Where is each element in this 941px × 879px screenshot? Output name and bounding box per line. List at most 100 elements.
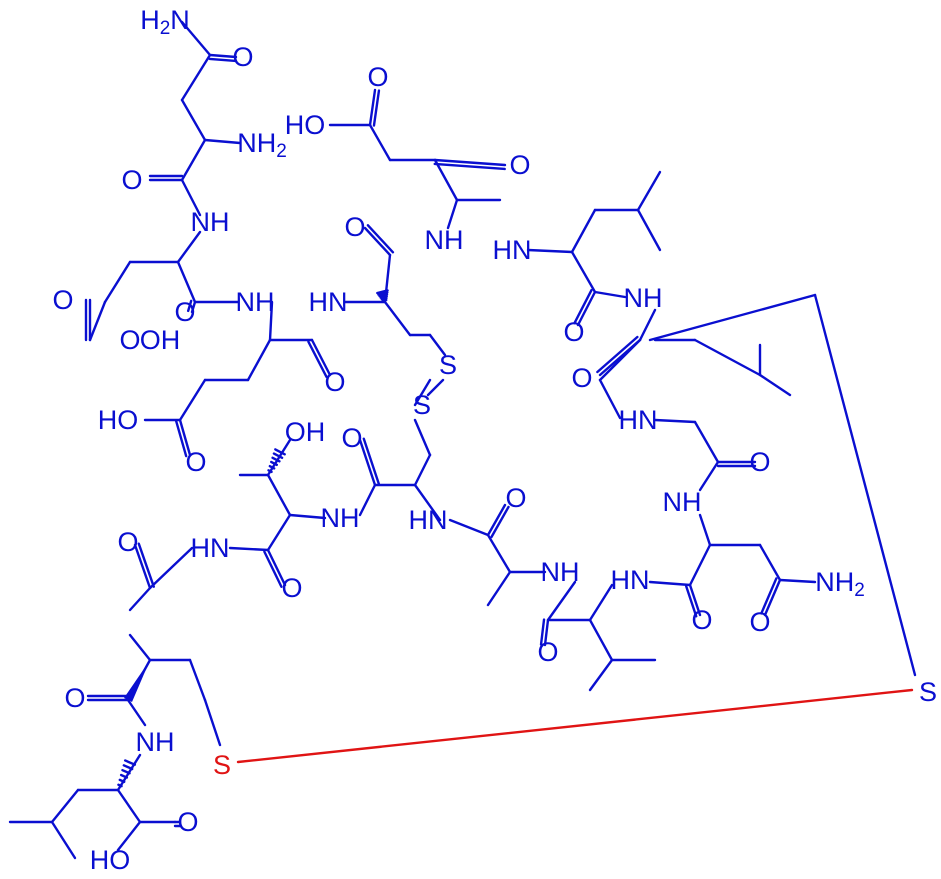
double-bond	[174, 419, 188, 458]
atom-label: O	[537, 637, 558, 667]
single-bond	[358, 483, 377, 517]
single-bond	[368, 123, 392, 162]
double-bond	[362, 437, 380, 485]
single-bond	[50, 788, 80, 824]
single-bond	[176, 230, 202, 264]
single-bond	[128, 633, 152, 662]
double-bond	[576, 290, 597, 327]
single-bond	[570, 250, 597, 294]
single-bond	[128, 586, 152, 612]
double-bond	[208, 53, 238, 59]
single-bond	[188, 658, 207, 702]
single-bond	[126, 698, 147, 727]
single-bond	[178, 378, 207, 422]
thioether-bridge	[236, 688, 914, 764]
atom-label: S	[919, 677, 937, 707]
double-bond	[186, 299, 193, 313]
atom-label: O	[324, 367, 345, 397]
atom-label: S	[413, 390, 431, 420]
atom-label: O	[52, 285, 73, 315]
bond-layer	[8, 20, 917, 860]
double-bond	[263, 550, 283, 588]
atom-label: NH	[321, 503, 360, 533]
single-bond	[428, 333, 447, 357]
atom-label: HN	[191, 533, 230, 563]
single-bond	[693, 420, 720, 464]
single-bond	[546, 580, 577, 622]
double-bond	[433, 158, 507, 167]
single-bond	[758, 543, 782, 582]
single-bond	[203, 138, 242, 145]
atom-label: O	[367, 62, 388, 92]
hashed-wedge-bond	[379, 294, 388, 299]
single-bond	[588, 583, 614, 622]
atom-label: O	[64, 683, 85, 713]
single-bond	[648, 293, 817, 342]
single-bond	[413, 453, 432, 487]
atom-label: H2N	[140, 5, 190, 39]
single-bond	[648, 580, 692, 587]
single-bond	[588, 618, 614, 662]
double-bond	[310, 338, 332, 377]
single-bond	[758, 373, 792, 397]
double-bond	[539, 618, 546, 646]
atom-label: HO	[285, 110, 326, 140]
double-bond	[368, 88, 377, 127]
atom-label: O	[344, 212, 365, 242]
atom-label: NH	[236, 287, 275, 317]
atom-label: NH	[663, 487, 702, 517]
atom-label: O	[121, 165, 142, 195]
single-bond	[593, 290, 627, 299]
atom-label: NH	[624, 283, 663, 313]
double-bond	[573, 288, 593, 325]
single-bond	[638, 308, 657, 342]
atom-label: O	[749, 607, 770, 637]
hashed-wedge-bond	[123, 759, 137, 766]
atom-label: OH	[285, 417, 326, 447]
double-bond	[363, 226, 392, 257]
hashed-wedge-bond	[267, 469, 273, 474]
single-bond	[636, 208, 662, 252]
double-bond	[358, 438, 377, 487]
single-bond	[486, 533, 512, 574]
atom-label: O	[505, 483, 526, 513]
atom-label: S	[213, 750, 231, 780]
hashed-wedge-bond	[378, 293, 389, 298]
double-bond	[543, 618, 550, 647]
single-bond	[116, 788, 142, 824]
atom-label: NH	[191, 207, 230, 237]
hashed-wedge-bond	[274, 448, 286, 456]
double-bond	[490, 505, 510, 539]
atom-label: HN	[409, 505, 448, 535]
single-bond	[50, 820, 77, 860]
single-bond	[688, 543, 712, 587]
atom-label: O	[563, 317, 584, 347]
atom-label: OH	[140, 325, 181, 355]
double-bond	[366, 224, 395, 254]
double-bond	[372, 89, 381, 127]
hashed-wedge-bond	[376, 289, 389, 295]
double-bond	[433, 162, 506, 171]
double-bond	[178, 418, 192, 457]
single-bond	[588, 658, 614, 692]
hashed-wedge-bond	[377, 291, 389, 296]
hashed-wedge-bond	[268, 464, 276, 470]
atom-label: NH	[425, 225, 464, 255]
single-bond	[698, 460, 720, 492]
double-bond	[486, 503, 507, 537]
double-bond	[763, 578, 782, 617]
atom-label: O	[177, 807, 198, 837]
double-bond	[190, 300, 197, 314]
hashed-wedge-bond	[380, 296, 388, 301]
single-bond	[266, 513, 292, 552]
single-bond	[176, 260, 197, 304]
atom-label: HN	[493, 235, 532, 265]
single-bond	[448, 518, 490, 537]
hashed-wedge-bond	[117, 783, 123, 788]
atom-label: O	[341, 423, 362, 453]
single-bond	[693, 338, 762, 377]
atom-label: O	[117, 527, 138, 557]
atom-label: O	[571, 363, 592, 393]
